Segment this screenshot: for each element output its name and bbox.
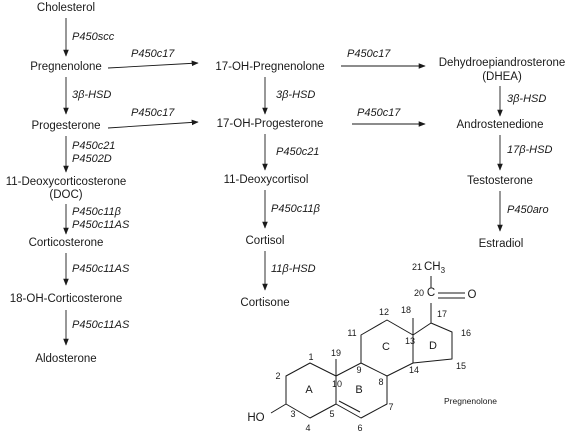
atom-number-19: 19	[331, 348, 341, 358]
arrow-progesterone-to-17oh-progesterone	[107, 119, 199, 129]
atom-number-8: 8	[378, 377, 383, 387]
enzyme-p450c11as-3: P450c11AS	[72, 319, 130, 331]
atom-number-20: 20	[414, 288, 424, 298]
enzyme-17b-hsd: 17β-HSD	[507, 144, 552, 156]
enzyme-p450c17-1: P450c17	[131, 48, 175, 60]
atom-number-21: 21	[412, 262, 422, 272]
compound-doc-abbreviation: (DOC)	[49, 189, 82, 201]
ring-c-label: C	[382, 341, 390, 353]
methyl-ch: CH	[424, 261, 441, 273]
methyl-subscript: 3	[441, 266, 446, 275]
compound-cortisol: Cortisol	[246, 235, 285, 247]
atom-number-6: 6	[357, 423, 362, 433]
ring-c-bonds	[360, 319, 414, 377]
enzyme-p450c11as-1: P450c11AS	[72, 219, 130, 231]
compound-androstenedione: Androstenedione	[457, 119, 544, 131]
ring-d-label: D	[429, 340, 437, 352]
enzyme-p450c11b-middle: P450c11β	[271, 203, 321, 215]
atom-number-10: 10	[332, 379, 342, 389]
hydroxyl-group-label: HO	[247, 412, 264, 424]
enzyme-p450c17-2: P450c17	[131, 107, 175, 119]
pregnenolone-structure: A B C D HO C O CH3 1 2 3 4 5 6 7 8 9 10 …	[247, 261, 497, 433]
atom-number-16: 16	[461, 328, 471, 338]
atom-number-4: 4	[305, 423, 310, 433]
compound-progesterone: Progesterone	[31, 120, 100, 132]
atom-number-17: 17	[437, 309, 447, 319]
atom-number-13: 13	[405, 336, 415, 346]
atom-number-3: 3	[290, 409, 295, 419]
atom-number-14: 14	[409, 365, 419, 375]
compound-corticosterone: Corticosterone	[29, 237, 104, 249]
atom-number-15: 15	[456, 361, 466, 371]
enzyme-3b-hsd-left: 3β-HSD	[72, 89, 111, 101]
atom-number-5: 5	[329, 409, 334, 419]
compound-dehydroepiandrosterone: Dehydroepiandrosterone	[439, 57, 566, 69]
compound-aldosterone: Aldosterone	[35, 353, 96, 365]
compound-11-deoxycortisol: 11-Deoxycortisol	[224, 174, 309, 186]
compound-18-oh-corticosterone: 18-OH-Corticosterone	[10, 293, 122, 305]
compound-17-oh-progesterone: 17-OH-Progesterone	[217, 118, 324, 130]
enzyme-p4502d: P4502D	[72, 153, 112, 165]
enzyme-p450scc: P450scc	[72, 31, 115, 43]
atom-number-12: 12	[379, 307, 389, 317]
compound-pregnenolone: Pregnenolone	[30, 61, 102, 73]
enzyme-p450c11b-left: P450c11β	[72, 206, 122, 218]
c5-c6-double-bond	[338, 400, 361, 413]
c3-hydroxyl-bond	[270, 403, 287, 414]
ring-b-label: B	[355, 384, 362, 396]
mineralocorticoid-pathway: Cholesterol P450scc Pregnenolone 3β-HSD …	[6, 2, 130, 365]
enzyme-p450c17-4: P450c17	[357, 107, 401, 119]
enzyme-3b-hsd-middle: 3β-HSD	[276, 89, 315, 101]
sex-steroid-pathway: Dehydroepiandrosterone (DHEA) 3β-HSD And…	[439, 57, 566, 250]
enzyme-p450c21-left: P450c21	[72, 140, 115, 152]
atom-number-18: 18	[401, 305, 411, 315]
structure-bonds	[270, 276, 465, 419]
compound-dhea-abbreviation: (DHEA)	[482, 71, 522, 83]
compound-estradiol: Estradiol	[479, 238, 524, 250]
atom-number-2: 2	[275, 371, 280, 381]
structure-caption: Pregnenolone	[444, 396, 497, 406]
p450c17-transitions: P450c17 P450c17 P450c17 P450c17	[107, 48, 426, 129]
enzyme-p450c17-3: P450c17	[347, 48, 391, 60]
atom-number-1: 1	[308, 352, 313, 362]
atom-number-11: 11	[347, 328, 356, 338]
carbonyl-oxygen-label: O	[468, 289, 477, 301]
carbonyl-carbon-label: C	[427, 287, 435, 299]
compound-17-oh-pregnenolone: 17-OH-Pregnenolone	[215, 61, 324, 73]
arrow-pregnenolone-to-17oh-pregnenolone	[107, 60, 199, 69]
atom-number-9: 9	[356, 365, 361, 375]
enzyme-11b-hsd: 11β-HSD	[271, 263, 316, 275]
structure-labels: A B C D HO C O CH3 1 2 3 4 5 6 7 8 9 10 …	[247, 261, 497, 433]
glucocorticoid-pathway: 17-OH-Pregnenolone 3β-HSD 17-OH-Progeste…	[215, 61, 324, 309]
compound-cholesterol: Cholesterol	[37, 2, 95, 14]
enzyme-p450c21-middle: P450c21	[276, 146, 319, 158]
ring-b-bonds	[335, 362, 388, 419]
enzyme-3b-hsd-right: 3β-HSD	[507, 93, 546, 105]
ring-a-label: A	[305, 384, 313, 396]
enzyme-p450aro: P450aro	[507, 204, 549, 216]
compound-cortisone: Cortisone	[240, 297, 289, 309]
atom-number-7: 7	[388, 402, 393, 412]
compound-11-deoxycorticosterone: 11-Deoxycorticosterone	[6, 176, 127, 188]
compound-testosterone: Testosterone	[467, 175, 533, 187]
enzyme-p450c11as-2: P450c11AS	[72, 263, 130, 275]
ring-d-bonds	[412, 322, 453, 364]
methyl-group-label: CH3	[424, 261, 446, 275]
